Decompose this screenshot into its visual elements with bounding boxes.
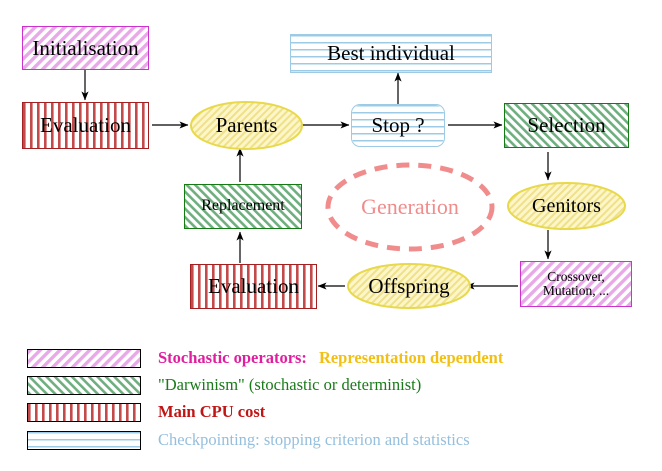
- node-crossover-label-line1: Crossover,: [547, 268, 605, 284]
- node-evaluation-bottom-label: Evaluation: [208, 274, 299, 299]
- node-evaluation-bottom[interactable]: Evaluation: [190, 264, 317, 309]
- node-replacement-label: Replacement: [201, 197, 285, 215]
- legend-label-main-cpu-cost: Main CPU cost: [158, 402, 266, 421]
- node-offspring[interactable]: Offspring: [347, 263, 471, 309]
- node-genitors[interactable]: Genitors: [507, 182, 626, 230]
- node-parents[interactable]: Parents: [190, 101, 303, 150]
- legend-label-stochastic-operators: Stochastic operators:: [158, 348, 307, 367]
- node-evaluation-top[interactable]: Evaluation: [22, 102, 149, 149]
- legend-row-checkpointing: Checkpointing: stopping criterion and st…: [0, 428, 470, 452]
- legend: Stochastic operators: Representation dep…: [0, 340, 662, 471]
- legend-label-checkpointing: Checkpointing: stopping criterion and st…: [158, 430, 470, 449]
- node-initialisation-label: Initialisation: [32, 35, 139, 60]
- node-crossover-label-line2: Mutation, ...: [542, 283, 610, 298]
- generation-ellipse: [325, 162, 495, 252]
- legend-swatch-red-vertical-hatch: [27, 402, 141, 422]
- node-best-individual-label: Best individual: [327, 41, 455, 66]
- legend-row-stochastic: Stochastic operators: Representation dep…: [0, 346, 503, 370]
- node-best-individual[interactable]: Best individual: [290, 34, 492, 73]
- node-parents-label: Parents: [215, 113, 278, 137]
- node-selection-label: Selection: [527, 113, 606, 138]
- legend-label-representation-dependent: Representation dependent: [318, 348, 504, 367]
- legend-swatch-magenta-diagonal-hatch: [27, 348, 141, 368]
- node-initialisation[interactable]: Initialisation: [22, 26, 149, 70]
- node-stop-label: Stop ?: [371, 113, 425, 138]
- node-genitors-label: Genitors: [532, 194, 601, 217]
- node-replacement[interactable]: Replacement: [184, 184, 302, 229]
- legend-row-cpu-cost: Main CPU cost: [0, 400, 265, 424]
- generation-label: Generation: [361, 194, 459, 219]
- legend-row-darwinism: "Darwinism" (stochastic or determinist): [0, 373, 421, 397]
- node-evaluation-top-label: Evaluation: [40, 113, 131, 138]
- node-offspring-label: Offspring: [368, 273, 450, 298]
- node-crossover-mutation[interactable]: Crossover, Mutation, ...: [520, 261, 632, 307]
- legend-label-darwinism: "Darwinism" (stochastic or determinist): [158, 375, 422, 394]
- legend-swatch-blue-horizontal-hatch: [27, 430, 141, 450]
- node-selection[interactable]: Selection: [504, 103, 629, 148]
- legend-swatch-green-diagonal-hatch: [27, 375, 141, 395]
- node-stop[interactable]: Stop ?: [351, 104, 445, 147]
